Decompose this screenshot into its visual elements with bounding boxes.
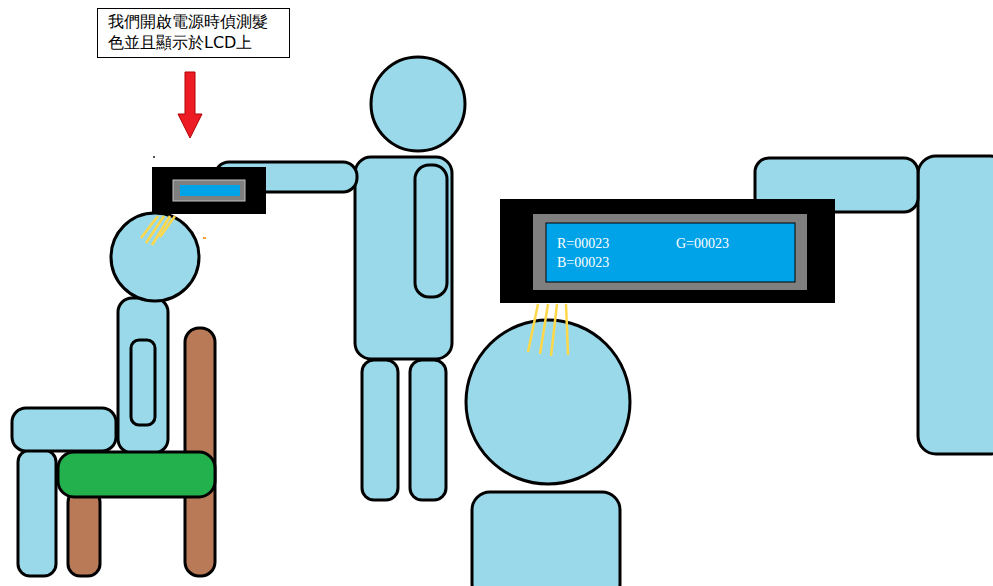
lcd-screen: [546, 223, 795, 282]
sensing-lines: [141, 216, 568, 356]
lcd-housing: [500, 199, 835, 303]
leg: [410, 360, 446, 500]
chair-seat: [58, 452, 215, 497]
arm: [131, 340, 155, 425]
chair-leg: [68, 490, 100, 576]
rgb-value: R=00023: [557, 237, 609, 251]
seated-head: [111, 213, 199, 301]
leg: [362, 360, 398, 500]
standing-head: [371, 57, 465, 151]
rgb-value: B=00023: [557, 256, 609, 270]
thigh: [12, 408, 116, 451]
sensor-device: [152, 167, 266, 214]
device-frame: [173, 180, 245, 201]
big-head: [466, 320, 630, 484]
callout-box: 我們開啟電源時偵測髮色並且顯示於LCD上: [97, 8, 290, 58]
body: [472, 492, 620, 586]
device-screen: [180, 185, 240, 196]
callout-text: 我們開啟電源時偵測髮色並且顯示於LCD上: [108, 12, 279, 54]
body: [355, 157, 452, 359]
lower-leg: [18, 450, 56, 576]
rgb-value: G=00023: [676, 237, 729, 251]
arm: [415, 165, 447, 297]
lcd-frame: [533, 214, 807, 290]
lcd-readout: R=00023 G=00023B=00023: [546, 223, 795, 282]
pointer-arrow: [178, 72, 202, 138]
dot: [153, 156, 155, 158]
torso: [118, 298, 168, 453]
body: [918, 156, 993, 454]
dot: [203, 237, 206, 239]
